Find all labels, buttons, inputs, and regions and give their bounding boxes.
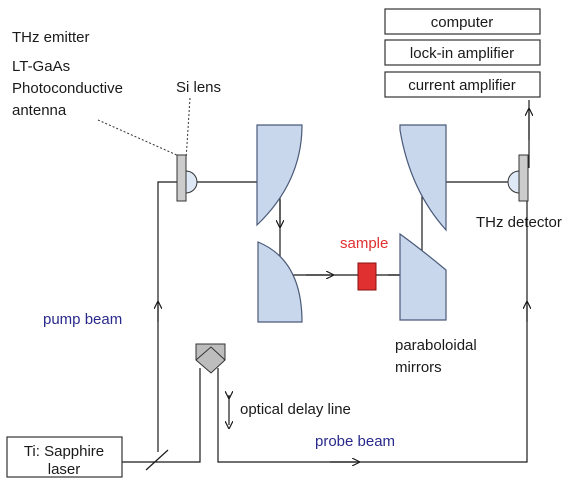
- lock-in-amplifier-box: [384, 39, 541, 66]
- current-amplifier-label: current amplifier: [408, 77, 516, 94]
- si-lens-pointer: [185, 97, 191, 161]
- optical-delay-line-label: optical delay line: [240, 401, 351, 418]
- antenna-label-line1: LT-GaAs: [12, 58, 70, 75]
- beam-splitter: [145, 449, 169, 471]
- ti-sapphire-laser-box: [6, 436, 123, 478]
- sample-slab: [357, 262, 377, 291]
- laser-label-line2: laser: [48, 461, 81, 478]
- probe-beam-label: probe beam: [315, 433, 395, 450]
- thz-detector-label: THz detector: [476, 214, 562, 231]
- paraboloidal-mirrors-label-line1: paraboloidal: [395, 337, 477, 354]
- paraboloidal-mirror-1: [256, 124, 303, 227]
- current-amplifier-box: [384, 71, 541, 98]
- thz-beam-path: [192, 181, 515, 276]
- lock-in-amplifier-label: lock-in amplifier: [410, 45, 514, 62]
- computer-label: computer: [431, 14, 494, 31]
- paraboloidal-mirrors-label-line2: mirrors: [395, 359, 442, 376]
- beam-paths: [122, 100, 529, 471]
- instrument-stack: computer lock-in amplifier current ampli…: [384, 8, 541, 98]
- computer-box: [384, 8, 541, 35]
- detector-si-lens: [507, 170, 520, 194]
- emitter-si-lens: [185, 170, 198, 194]
- antenna-label-line3: antenna: [12, 102, 67, 119]
- antenna-pointer: [97, 119, 180, 157]
- emitter-antenna-plate: [176, 154, 187, 202]
- si-lens-label: Si lens: [176, 79, 221, 96]
- sample-label: sample: [340, 235, 388, 252]
- paraboloidal-mirror-2: [257, 241, 303, 323]
- paraboloidal-mirror-3: [399, 232, 447, 321]
- thz-emitter-label: THz emitter: [12, 29, 90, 46]
- delay-line-retroreflector: [195, 343, 226, 374]
- laser-output-line: [122, 368, 201, 463]
- laser-label-line1: Ti: Sapphire: [24, 443, 104, 460]
- pump-beam-label: pump beam: [43, 311, 122, 328]
- antenna-label-line2: Photoconductive: [12, 80, 123, 97]
- pump-beam-path: [157, 181, 178, 452]
- detector-antenna-plate: [518, 154, 529, 202]
- probe-beam-path: [217, 200, 528, 463]
- paraboloidal-mirror-4: [399, 124, 447, 232]
